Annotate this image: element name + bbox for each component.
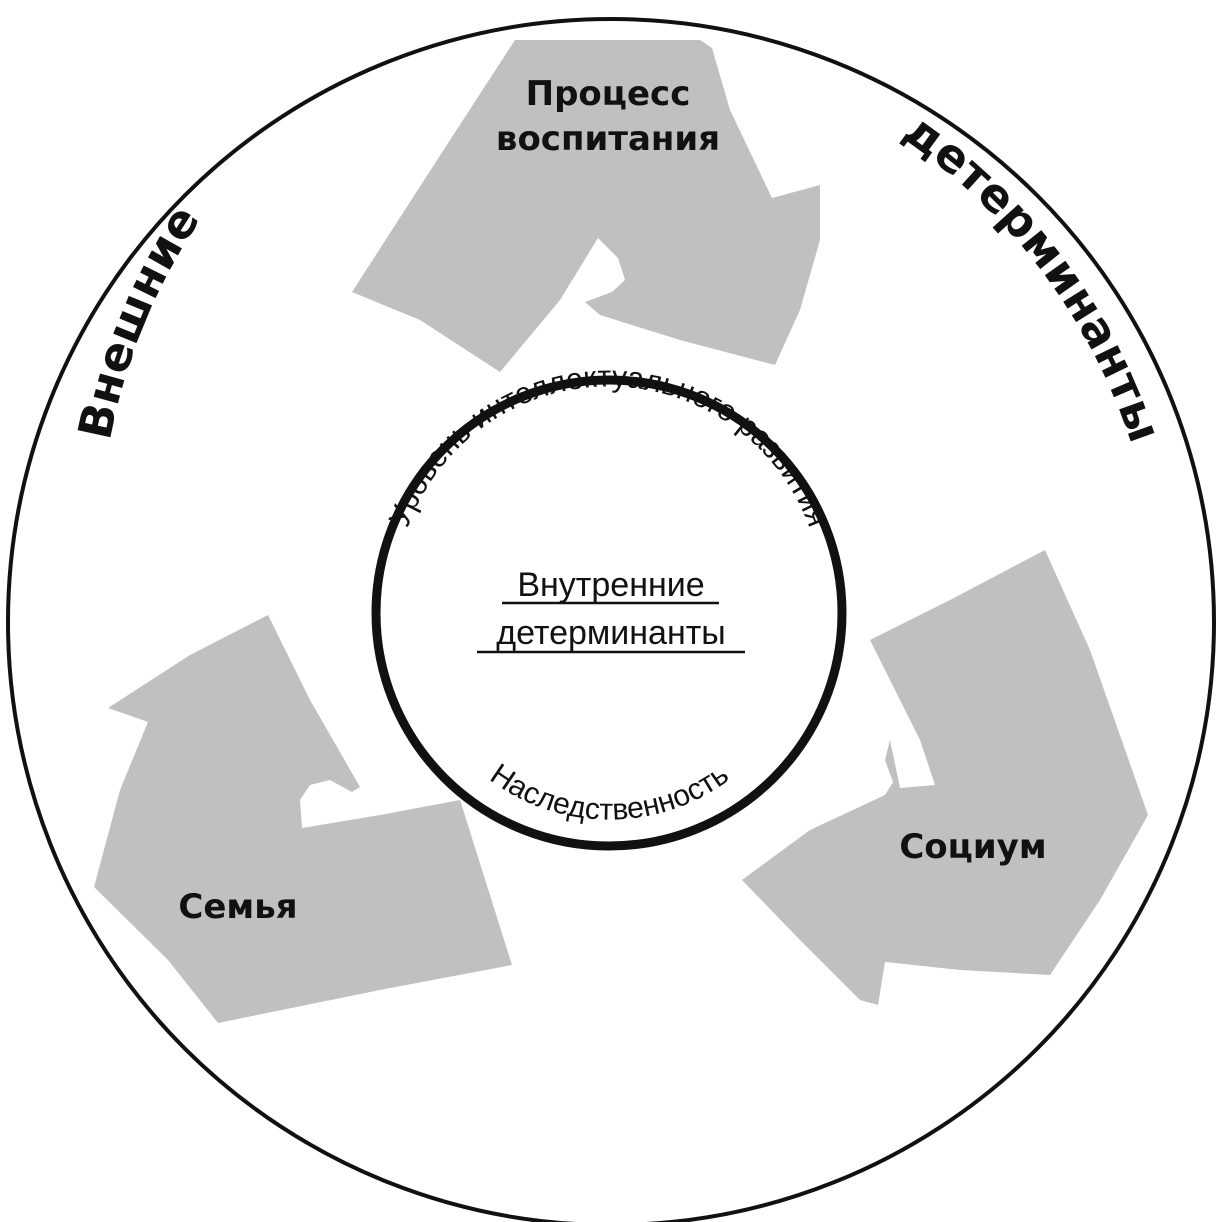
outer-right-label: детерминанты: [894, 102, 1172, 449]
inner-circle: [371, 375, 847, 851]
center-label-line1: Внутренние: [517, 566, 704, 604]
top-arrow-label-line1: Процесс: [526, 74, 691, 114]
left-arrow: [94, 615, 512, 1023]
left-arrow-label: Семья: [178, 887, 297, 927]
top-arrow-label-line2: воспитания: [496, 119, 720, 159]
outer-circle: [6, 17, 1216, 1222]
center-label-line2: детерминанты: [496, 614, 725, 652]
top-arrow: [352, 40, 820, 372]
right-arrow-label: Социум: [899, 827, 1046, 867]
right-arrow: [742, 550, 1148, 1005]
